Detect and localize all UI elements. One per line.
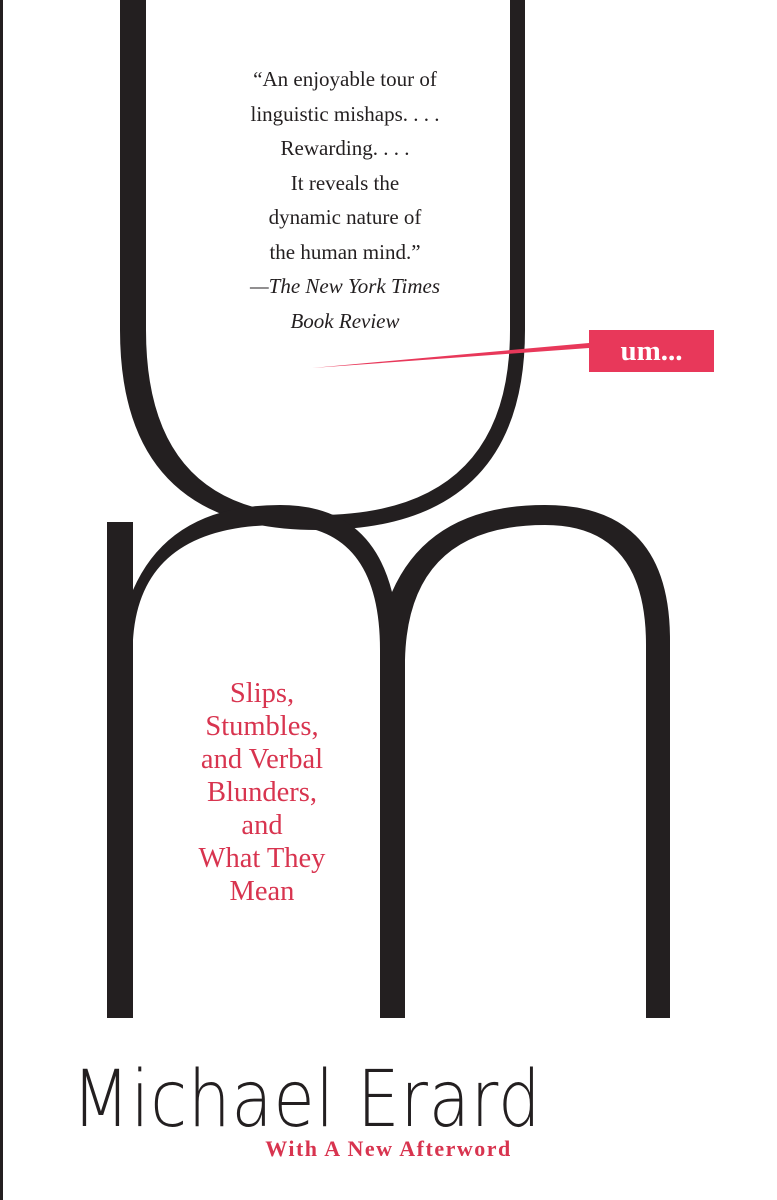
subtitle-line: Stumbles, [205,711,319,742]
quote-line: dynamic nature of [268,205,422,229]
quote-line: It reveals the [290,170,400,195]
um-badge: um... [589,330,714,372]
subtitle-line: Slips, [229,678,295,709]
author-name: Michael Erard [72,1055,542,1145]
book-subtitle: Slips, Stumbles, and Verbal Blunders, an… [162,677,362,908]
subtitle-line: and Verbal [200,744,324,775]
spine-edge [0,0,3,1200]
letter-m [107,505,670,1018]
quote-attribution: —The New York Times [249,274,440,298]
subtitle-line: Blunders, [206,777,318,808]
subtitle-line: What They [198,843,326,874]
quote-line: linguistic mishaps. . . . [250,101,440,126]
edition-note: With A New Afterword [265,1136,512,1161]
subtitle-line: Mean [229,876,295,907]
quote-attribution: Book Review [290,308,400,333]
quote-line: “An enjoyable tour of [253,67,437,91]
subtitle-line: and [241,810,283,841]
quote-line: the human mind.” [269,239,421,264]
badge-pointer-line [312,343,589,368]
quote-line: Rewarding. . . . [280,136,410,160]
review-quote: “An enjoyable tour of linguistic mishaps… [225,62,465,338]
